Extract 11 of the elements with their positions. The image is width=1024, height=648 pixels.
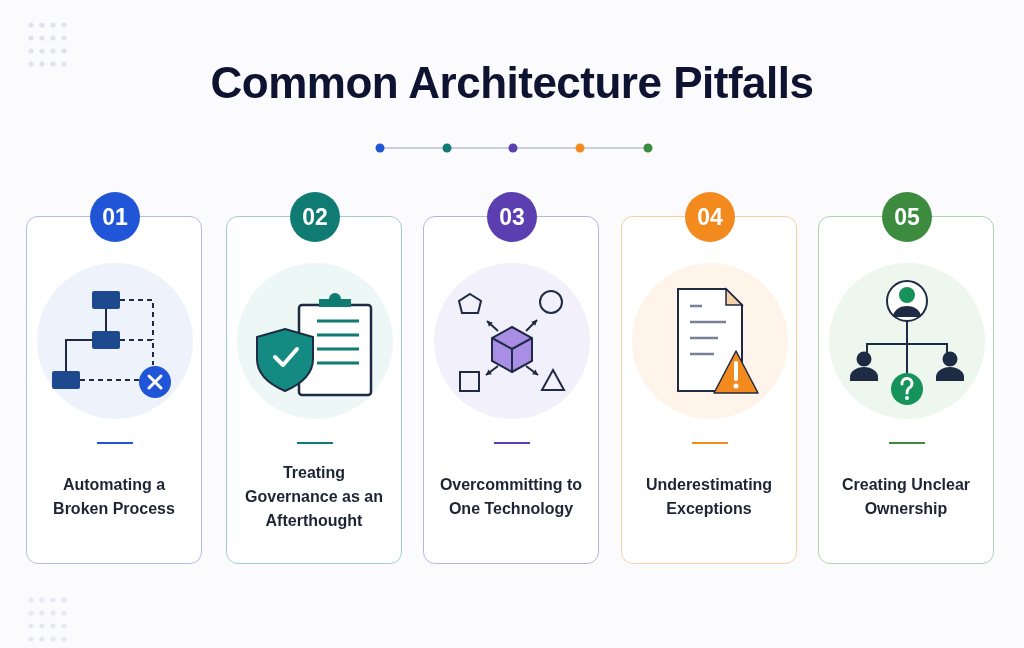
pitfall-title: Creating Unclear Ownership: [840, 475, 971, 519]
step-number: 01: [90, 192, 140, 242]
step-number: 04: [685, 192, 735, 242]
page-title: Common Architecture Pitfalls: [209, 58, 815, 108]
step-number: 02: [290, 192, 340, 242]
pitfall-title: Automating a Broken Process: [52, 475, 176, 519]
step-number: 03: [487, 192, 537, 242]
pitfall-title: Overcommitting to One Technology: [438, 475, 584, 519]
step-number: 05: [882, 192, 932, 242]
pitfall-title: Underestimating Exceptions: [644, 475, 774, 519]
pitfall-title: Treating Governance as an Afterthought: [244, 463, 384, 531]
